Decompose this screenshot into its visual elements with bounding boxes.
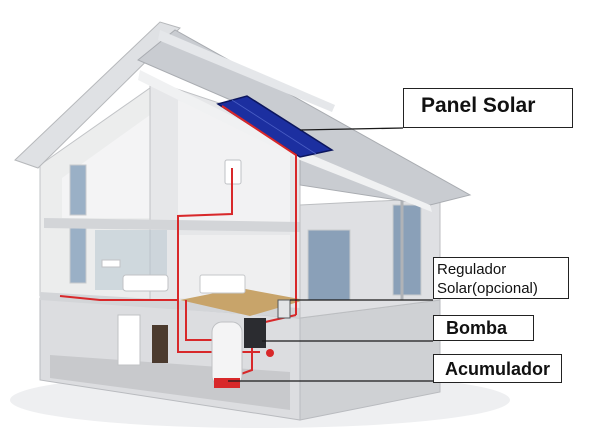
label-bomba-text: Bomba [446,318,508,338]
window-right-1 [307,229,351,301]
leader-lines [228,127,433,382]
middle-floor-slab [44,218,300,232]
window-right-2 [392,204,422,296]
pump-red-valve [266,349,274,357]
window-left-lower [69,227,87,284]
stairs [152,325,168,363]
tank-base [214,378,240,388]
roof-fascia [138,70,432,212]
label-regulador-solar: Regulador Solar(opcional) [433,257,569,299]
label-regulador-line1: Regulador [437,261,507,278]
left-roof [14,21,181,169]
basement-door [117,314,141,366]
pump-station [244,318,266,348]
label-regulador-line2: Solar(opcional) [437,280,538,297]
controller-box [277,299,291,319]
bathtub [122,274,169,292]
label-acumulador-text: Acumulador [445,359,551,379]
wood-floor [180,288,305,316]
lower-room-bathtub [199,274,246,294]
roof-ridge-cap [158,30,335,112]
storage-tank [211,321,243,387]
label-panel-solar-text: Panel Solar [421,94,536,117]
solar-panel-grid [231,99,317,155]
window-left-upper [69,164,87,216]
label-panel-solar: Panel Solar [403,88,573,128]
label-acumulador: Acumulador [433,354,562,383]
sink [101,259,121,268]
label-bomba: Bomba [433,315,534,341]
